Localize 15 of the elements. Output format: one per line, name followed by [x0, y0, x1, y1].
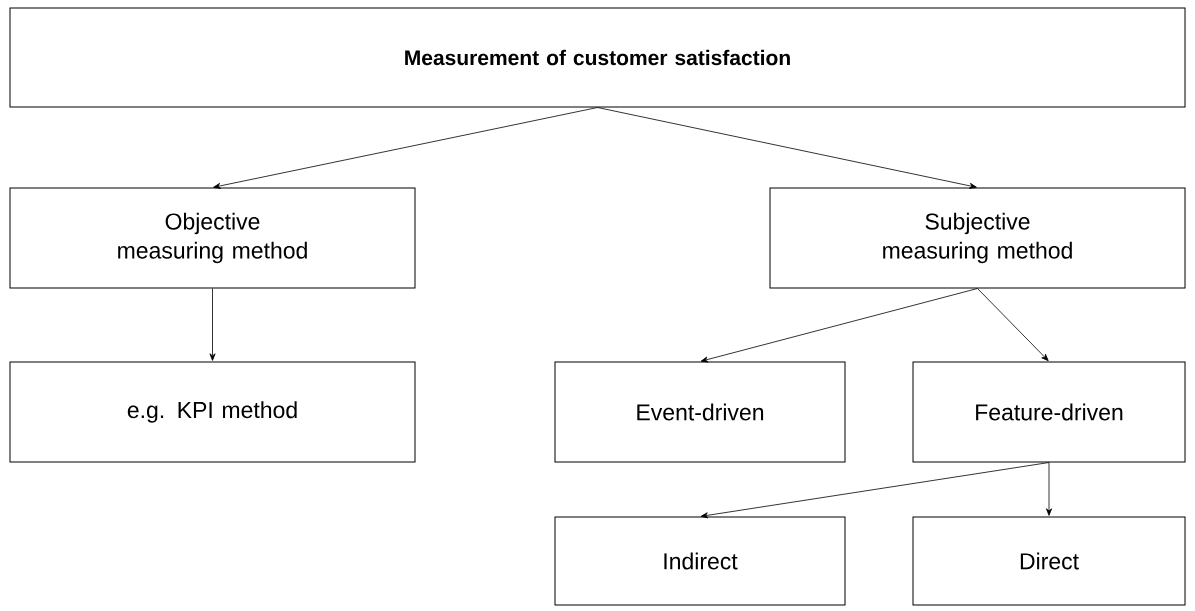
arrow — [209, 288, 216, 361]
method-box: Objective measuring method — [9, 187, 416, 289]
method-box: Subjective measuring method — [769, 187, 1186, 289]
arrow — [977, 288, 1049, 362]
method-box: Event-driven — [554, 361, 846, 463]
method-box: e.g. KPI method — [9, 361, 416, 463]
method-box: Direct — [912, 516, 1186, 606]
arrow — [700, 462, 1050, 519]
method-box: Indirect — [554, 516, 846, 606]
arrow — [700, 288, 978, 363]
arrow — [1046, 462, 1052, 516]
title-box: Measurement of customer satisfaction — [9, 7, 1186, 108]
arrow — [597, 107, 977, 189]
arrow — [213, 107, 598, 189]
method-box: Feature-driven — [912, 361, 1186, 463]
